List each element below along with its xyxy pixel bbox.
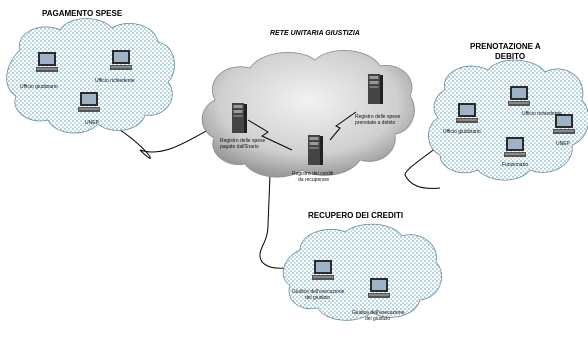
- label-ufficio-giudiziario: Ufficio giudiziario: [20, 84, 58, 90]
- label-registro-debito-l1: Registro delle spese: [355, 114, 401, 120]
- pc-pren-ufficio-richiedente: [508, 86, 530, 106]
- cloud-prenotazione: [428, 59, 588, 181]
- label-registro-spese-l2: pagate dall'Erario: [220, 144, 259, 150]
- link-prenotazione: [404, 144, 441, 189]
- title-pagamento: PAGAMENTO SPESE: [42, 9, 123, 18]
- server-registro-crediti: [308, 135, 323, 165]
- connection-lines: [119, 119, 441, 269]
- lightning-links: [247, 111, 357, 151]
- pc-giudice-esecuzione: [312, 260, 334, 280]
- label-pren-ufficio-richiedente: Ufficio richiedente: [522, 111, 562, 117]
- label-unep: UNEP: [85, 120, 100, 126]
- pc-giudice-esecuzione-b: [368, 278, 390, 298]
- server-registro-spese: [232, 103, 247, 133]
- link-pagamento: [119, 119, 231, 159]
- link-recupero: [259, 174, 291, 269]
- cloud-recupero: [282, 223, 442, 321]
- title-rete: RETE UNITARIA GIUSTIZIA: [270, 30, 360, 37]
- label-giudice-l1: Giudice dell'esecuzione: [292, 289, 345, 295]
- label-giudice-b-l1: Giudice dell'esecuzione: [352, 310, 405, 316]
- pc-pren-funzionario: [504, 137, 526, 157]
- title-prenotazione-l2: DEBITO: [495, 52, 525, 61]
- pc-ufficio-giudiziario: [36, 52, 58, 72]
- pc-unep: [78, 92, 100, 112]
- cloud-pagamento: [6, 18, 175, 134]
- label-ufficio-richiedente: Ufficio richiedente: [95, 78, 135, 84]
- label-registro-crediti-l2: da recuperare: [298, 177, 329, 183]
- label-giudice-b-l2: del giudizio: [365, 316, 390, 322]
- label-registro-debito-l2: prenotate a debito: [355, 120, 396, 126]
- label-registro-spese-l1: Registro delle spese: [220, 138, 266, 144]
- label-giudice-l2: del giudizio: [305, 295, 330, 301]
- label-pren-ufficio-giudiziario: Ufficio giudiziario: [443, 129, 481, 135]
- label-pren-unep: UNEP: [556, 141, 571, 147]
- label-pren-funzionario: Funzionario: [502, 162, 528, 168]
- pc-pren-ufficio-giudiziario: [456, 103, 478, 123]
- title-prenotazione-l1: PRENOTAZIONE A: [470, 42, 541, 51]
- server-registro-debito: [368, 74, 383, 104]
- pc-pren-unep: [553, 114, 575, 134]
- cloud-rete-unitaria: [201, 50, 415, 178]
- title-recupero: RECUPERO DEI CREDITI: [308, 211, 403, 220]
- pc-ufficio-richiedente: [110, 50, 132, 70]
- label-registro-crediti-l1: Registro dei crediti: [292, 171, 333, 177]
